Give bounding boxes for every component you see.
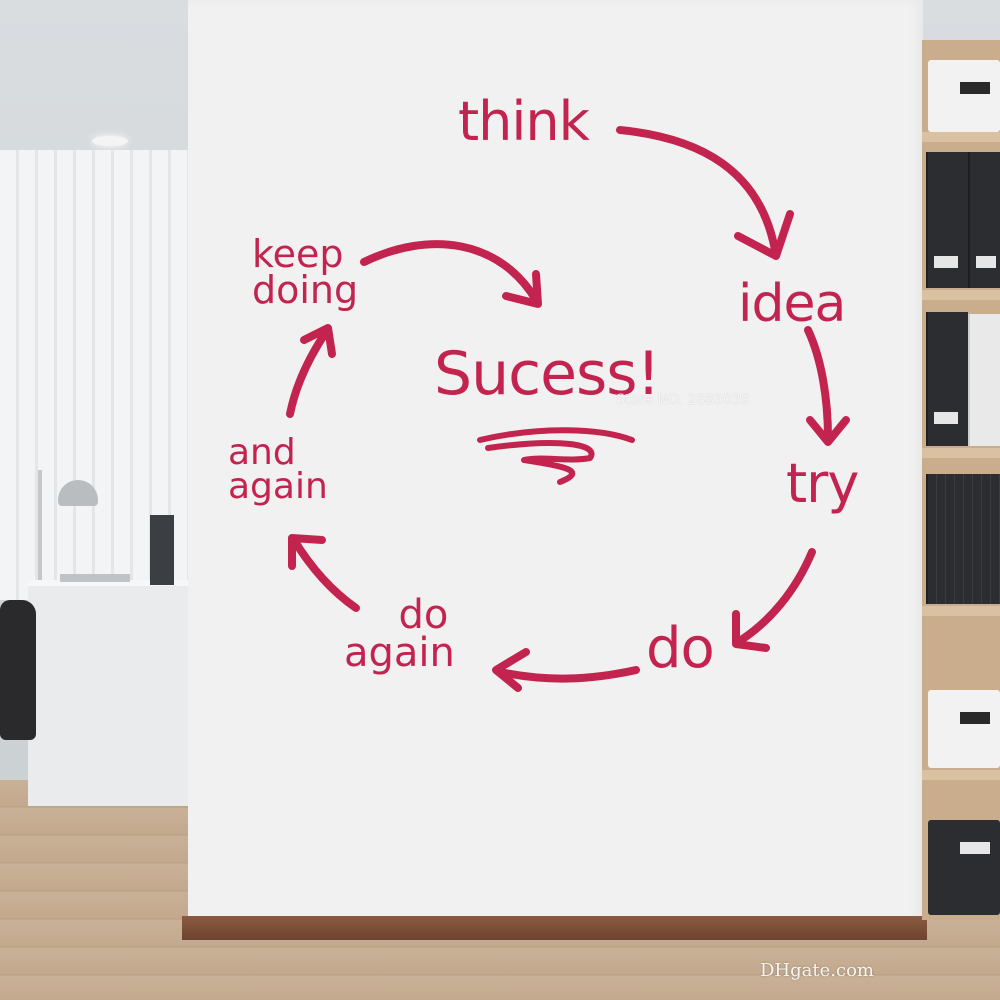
word-think: think — [458, 90, 590, 153]
arrow-do-to-do-again — [496, 666, 640, 683]
word-keep-doing-line2: doing — [252, 268, 359, 313]
binder-label — [934, 412, 958, 424]
shelf-board — [922, 770, 1000, 780]
arrow-head — [492, 648, 530, 692]
arrow-keep-doing-to-success — [360, 240, 540, 304]
binder-label — [934, 256, 958, 268]
shelf-board — [922, 290, 1000, 300]
office-chair — [0, 600, 36, 740]
arrow-head — [732, 610, 770, 652]
arrow-idea-to-try — [804, 326, 832, 442]
binder — [968, 152, 1000, 288]
word-idea: idea — [738, 274, 846, 334]
arrow-head — [502, 270, 542, 308]
word-do-again-line1: do — [398, 592, 449, 638]
arrow-head — [288, 534, 326, 570]
baseboard — [182, 916, 927, 940]
box-handle — [960, 82, 990, 94]
binder — [926, 312, 968, 446]
box-handle — [960, 712, 990, 724]
word-and-again: and again — [228, 432, 328, 508]
arrow-head — [734, 210, 794, 260]
word-and-again-line1: and — [228, 432, 296, 473]
arrow-do-again-to-and-again — [290, 536, 360, 612]
store-watermark: Store NO. 2885039 — [616, 392, 750, 408]
arrow-head — [806, 416, 850, 446]
binder-white — [968, 314, 1000, 446]
storage-box-dark — [928, 820, 1000, 915]
site-watermark: DHgate.com — [760, 960, 874, 981]
desk-books — [60, 574, 130, 582]
binder-label — [976, 256, 996, 268]
shelf-board — [922, 606, 1000, 616]
word-and-again-line2: again — [228, 466, 328, 508]
success-underline — [477, 427, 635, 485]
desk-lamp-arm — [38, 470, 42, 580]
arrow-and-again-to-keep-doing — [286, 328, 330, 418]
word-try: try — [786, 452, 859, 515]
shelf-board — [922, 448, 1000, 458]
binder — [926, 152, 968, 288]
ceiling-light — [92, 136, 128, 146]
office-desk — [28, 580, 190, 806]
arrow-try-to-do — [734, 548, 816, 646]
word-keep-doing: keep doing — [252, 232, 359, 313]
storage-box — [928, 60, 1000, 132]
word-do-again-line2: again — [344, 630, 455, 676]
word-keep-doing-line1: keep — [252, 232, 344, 276]
binder-row — [926, 474, 1000, 604]
word-success: Sucess! — [434, 339, 661, 409]
computer-monitor — [150, 515, 174, 585]
word-do: do — [646, 616, 715, 681]
arrow-head — [300, 324, 336, 358]
desk-lamp-shade — [58, 480, 98, 506]
arrow-think-to-idea — [616, 126, 779, 254]
shelf-board — [922, 132, 1000, 142]
storage-box — [928, 690, 1000, 768]
box-handle — [960, 842, 990, 854]
word-do-again: do again — [344, 592, 455, 676]
